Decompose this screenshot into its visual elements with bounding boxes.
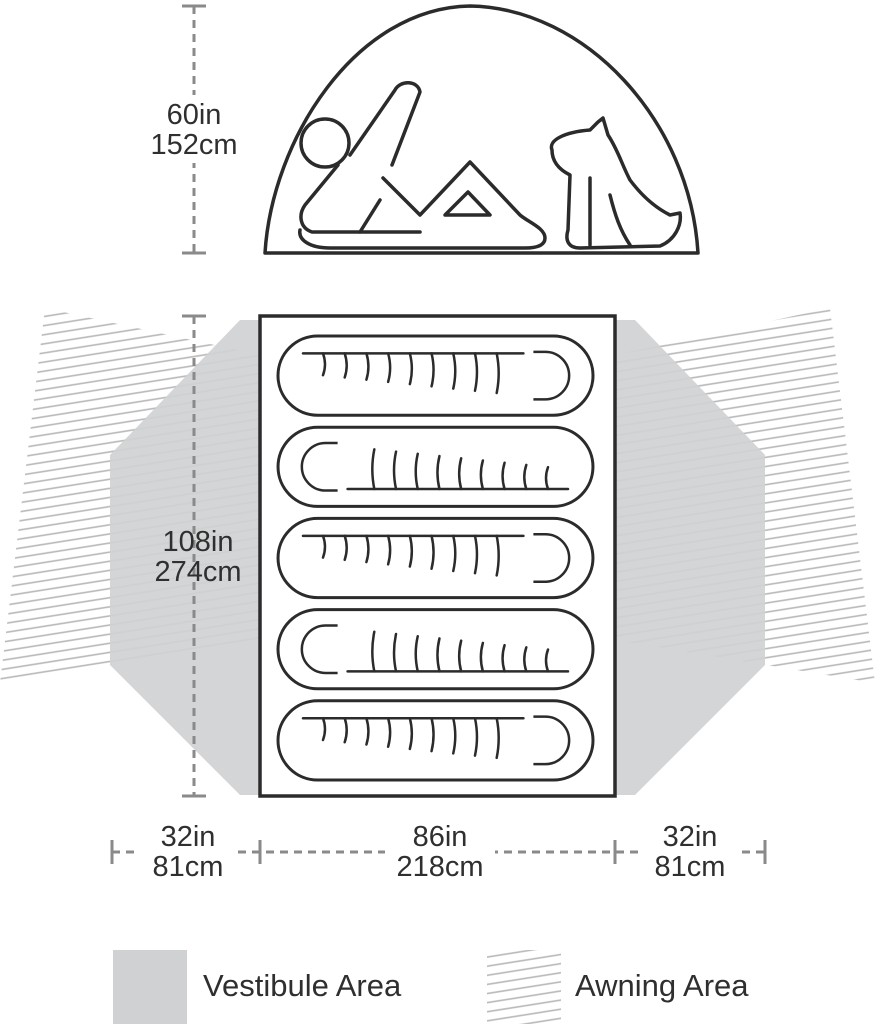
sleeping-bag-icon — [276, 699, 595, 782]
dog-sitting-icon — [549, 116, 683, 250]
sleeping-bag-icon — [276, 516, 595, 600]
right-vestibule-label-in: 32in — [663, 821, 718, 853]
width-label-backdrop — [385, 818, 495, 882]
width-label-cm: 218cm — [396, 851, 483, 883]
left-vestibule-label-cm: 81cm — [153, 851, 224, 883]
length-label-in: 108in — [163, 526, 234, 558]
person-reclining-icon — [298, 81, 547, 250]
vestibule-legend-label: Vestibule Area — [203, 968, 402, 1003]
sleeping-bags — [276, 334, 595, 782]
side-view: 60in 152cm — [140, 4, 700, 255]
sleeping-bag-icon — [276, 425, 595, 508]
awning-legend-swatch — [487, 950, 561, 1024]
sleeping-bag-icon — [276, 334, 595, 417]
width-label-in: 86in — [413, 821, 468, 853]
awning-legend-label: Awning Area — [575, 968, 749, 1003]
floor-plan: 108in 274cm 32in 81cm 86in 218cm 32in 81… — [0, 308, 875, 883]
left-vestibule-label-backdrop — [140, 818, 236, 882]
right-vestibule-label-cm: 81cm — [655, 851, 726, 883]
left-vestibule-label-in: 32in — [161, 821, 216, 853]
tent-dome-outline — [263, 4, 700, 255]
legend: Vestibule Area Awning Area — [113, 950, 749, 1024]
height-label-cm: 152cm — [150, 129, 237, 161]
height-label-in: 60in — [167, 99, 222, 131]
right-vestibule-label-backdrop — [642, 818, 738, 882]
vestibule-area-right — [615, 320, 765, 795]
length-label-cm: 274cm — [154, 556, 241, 588]
vestibule-legend-swatch — [113, 950, 187, 1024]
vestibule-area-left — [110, 320, 260, 795]
sleeping-bag-icon — [276, 608, 595, 691]
height-label-backdrop — [140, 95, 250, 163]
